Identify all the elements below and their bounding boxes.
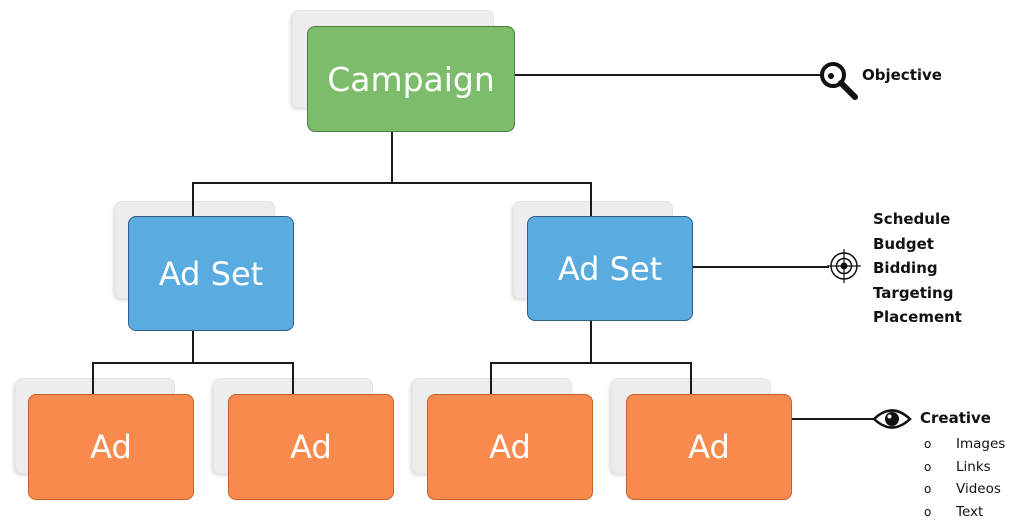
creative-item: o Videos xyxy=(924,478,1014,501)
ad-node-4: Ad xyxy=(626,394,792,500)
adset-settings-leader xyxy=(693,266,829,268)
settings-item: Bidding xyxy=(873,259,938,277)
creative-item: o Text xyxy=(924,501,1014,524)
campaign-node: Campaign xyxy=(307,26,515,132)
creative-item: o Links xyxy=(924,456,1014,479)
adset-label: Ad Set xyxy=(158,254,264,293)
crosshair-target-icon xyxy=(827,249,861,283)
campaign-label: Campaign xyxy=(327,59,495,99)
objective-leader xyxy=(515,74,820,76)
settings-item: Budget xyxy=(873,234,934,253)
adset-settings-list: Schedule Budget Bidding Targeting Placem… xyxy=(873,207,962,330)
ad-label: Ad xyxy=(290,428,332,466)
bullet: o xyxy=(924,459,932,474)
creative-leader xyxy=(792,418,874,420)
adset-right-drop-1 xyxy=(490,362,492,394)
bullet: o xyxy=(924,482,932,496)
settings-item: Schedule xyxy=(873,210,951,228)
adset-right-drop-2 xyxy=(690,362,692,394)
creative-item: o Images xyxy=(924,433,1014,456)
magnifier-icon xyxy=(820,62,858,100)
creative-label: Creative xyxy=(920,409,991,427)
branch-drop-right xyxy=(590,182,592,216)
adset-label: Ad Set xyxy=(557,249,663,288)
settings-item: Targeting xyxy=(873,283,954,302)
creative-item-label: Videos xyxy=(956,481,1001,497)
campaign-stem xyxy=(391,131,393,183)
adset-right-stem xyxy=(590,320,592,363)
ad-label: Ad xyxy=(489,428,531,466)
bullet: o xyxy=(924,504,932,519)
ad-node-1: Ad xyxy=(28,394,194,500)
ad-node-2: Ad xyxy=(228,394,394,500)
creative-item-label: Links xyxy=(956,458,991,475)
adset-left-branch xyxy=(92,362,294,364)
branch-drop-left xyxy=(192,182,194,216)
adset-node-right: Ad Set xyxy=(527,216,693,321)
creative-list: o Images o Links o Videos o Text xyxy=(924,433,1014,523)
objective-label: Objective xyxy=(862,66,942,84)
adset-node-left: Ad Set xyxy=(128,216,294,331)
ad-label: Ad xyxy=(688,428,730,466)
creative-item-label: Images xyxy=(956,436,1006,452)
creative-item-label: Text xyxy=(956,503,984,520)
adset-right-branch xyxy=(490,362,692,364)
ad-label: Ad xyxy=(90,428,132,466)
campaign-branch xyxy=(192,182,592,184)
eye-icon xyxy=(872,409,912,429)
bullet: o xyxy=(924,437,932,451)
adset-left-drop-1 xyxy=(92,362,94,394)
settings-item: Placement xyxy=(873,308,962,326)
adset-left-stem xyxy=(192,330,194,363)
ad-node-3: Ad xyxy=(427,394,593,500)
adset-left-drop-2 xyxy=(292,362,294,394)
